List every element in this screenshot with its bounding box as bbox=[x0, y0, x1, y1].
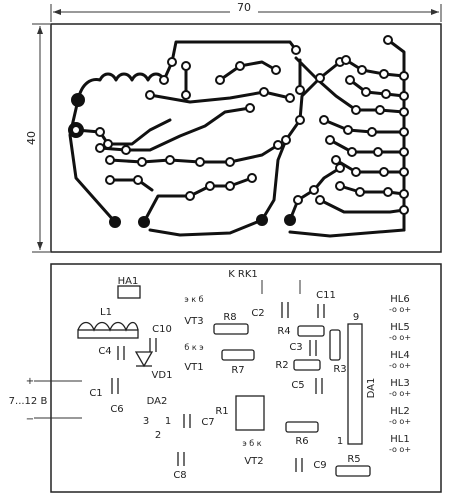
label-c4: C4 bbox=[98, 346, 111, 357]
label-r4: R4 bbox=[277, 326, 290, 337]
label-c1: C1 bbox=[89, 388, 102, 399]
label-hl2: HL2 bbox=[390, 406, 409, 417]
label-hl1-polarity: -o o+ bbox=[389, 445, 411, 454]
width-label: 70 bbox=[237, 1, 251, 14]
label-da1: DA1 bbox=[366, 378, 377, 399]
label-vt2: VT2 bbox=[244, 456, 263, 467]
label-l1: L1 bbox=[100, 307, 112, 318]
height-dimension: 40 bbox=[25, 23, 50, 253]
label-hl4-polarity: -o o+ bbox=[389, 361, 411, 370]
label-c3: C3 bbox=[289, 342, 302, 353]
label-hl4: HL4 bbox=[390, 350, 409, 361]
label-hl3-polarity: -o o+ bbox=[389, 389, 411, 398]
label-r5: R5 bbox=[347, 454, 360, 465]
label-r6: R6 bbox=[295, 436, 308, 447]
label-c8: C8 bbox=[173, 470, 186, 481]
label-c9: C9 bbox=[313, 460, 326, 471]
label-r7: R7 bbox=[231, 365, 244, 376]
label-r8: R8 bbox=[223, 312, 236, 323]
label-c7: C7 bbox=[201, 417, 214, 428]
label-da1-pin1: 1 bbox=[337, 436, 343, 447]
label-hl6-polarity: -o o+ bbox=[389, 305, 411, 314]
label-vd1: VD1 bbox=[152, 370, 173, 381]
label-hl3: HL3 bbox=[390, 378, 409, 389]
label-hl5-polarity: -o o+ bbox=[389, 333, 411, 342]
pcb-component-side: HA1 K RK1 L1 C10 C4 э к б VT3 б к э VT1 … bbox=[9, 263, 442, 493]
width-dimension: 70 bbox=[50, 1, 442, 22]
label-vt2-pins: э б к bbox=[242, 439, 261, 448]
label-da2-pin3: 3 bbox=[143, 416, 149, 427]
label-hl6: HL6 bbox=[390, 294, 409, 305]
label-vt3-pins: э к б bbox=[184, 295, 203, 304]
label-vt1-pins: б к э bbox=[184, 343, 203, 352]
label-vt3: VT3 bbox=[184, 316, 203, 327]
label-power-voltage: 7...12 В bbox=[9, 396, 48, 407]
label-c11: C11 bbox=[316, 290, 336, 301]
label-hl2-polarity: -o o+ bbox=[389, 417, 411, 426]
label-c2: C2 bbox=[251, 308, 264, 319]
label-da2-pin1: 1 bbox=[165, 416, 171, 427]
label-da2: DA2 bbox=[147, 396, 168, 407]
label-power-plus: + bbox=[26, 376, 34, 387]
label-r3: R3 bbox=[333, 364, 346, 375]
label-r2: R2 bbox=[275, 360, 288, 371]
label-vt1: VT1 bbox=[184, 362, 203, 373]
label-hl1: HL1 bbox=[390, 434, 409, 445]
label-c10: C10 bbox=[152, 324, 172, 335]
label-hl5: HL5 bbox=[390, 322, 409, 333]
pcb-copper-side bbox=[50, 23, 442, 253]
label-krk1: K RK1 bbox=[228, 269, 258, 280]
height-label: 40 bbox=[25, 131, 38, 145]
label-da2-pin2: 2 bbox=[155, 430, 161, 441]
label-c5: C5 bbox=[291, 380, 304, 391]
label-c6: C6 bbox=[110, 404, 123, 415]
label-power-minus: − bbox=[26, 414, 34, 425]
label-r1: R1 bbox=[215, 406, 228, 417]
label-ha1: HA1 bbox=[118, 276, 139, 287]
label-da1-pin9: 9 bbox=[353, 312, 359, 323]
